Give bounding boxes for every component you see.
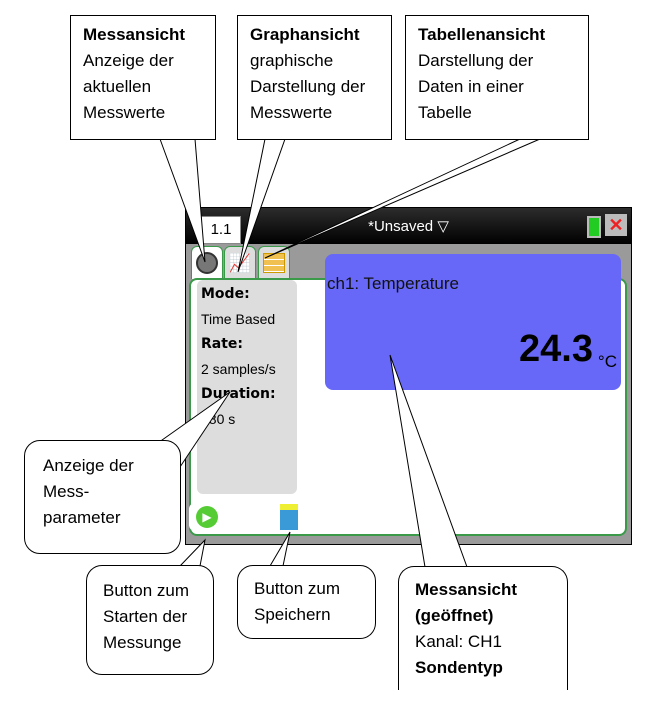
callout-graph-view: Graphansicht graphische Darstellung der M… [237, 15, 392, 140]
document-title[interactable]: *Unsaved ▽ [186, 217, 631, 235]
callout-title: Tabellenansicht [418, 25, 546, 44]
callout-text: Button zum Starten der Messunge [103, 581, 189, 652]
save-button[interactable] [271, 503, 307, 531]
play-icon: ▶ [196, 506, 218, 528]
mode-label: Mode: [201, 286, 250, 302]
gauge-icon [196, 252, 218, 274]
rate-value: 2 samples/s [201, 361, 276, 377]
title-text: *Unsaved [368, 218, 434, 235]
start-button[interactable]: ▶ [189, 503, 225, 531]
callout-text: Anzeige der Mess-parameter [43, 456, 134, 527]
callout-text: Anzeige der aktuellen Messwerte [83, 51, 174, 122]
save-icon [280, 504, 298, 530]
callout-params: Anzeige der Mess-parameter [24, 440, 181, 554]
callout-start: Button zum Starten der Messunge [86, 565, 214, 675]
dropdown-icon[interactable]: ▽ [437, 218, 449, 235]
callout-title: Messansicht [83, 25, 186, 44]
close-icon[interactable]: ✕ [605, 214, 627, 236]
tab-table-view[interactable] [258, 246, 290, 280]
callout-title: Messansicht (geöffnet) [415, 580, 518, 625]
title-bar: 1.1 *Unsaved ▽ ✕ [186, 208, 631, 244]
callout-text: graphische Darstellung der Messwerte [250, 51, 366, 122]
meter-unit: °C [597, 352, 617, 371]
pointer-start [178, 538, 206, 567]
callout-title-2: Sondentyp [415, 658, 503, 677]
callout-text: Kanal: CH1 [415, 632, 502, 651]
pointer-meter-view [159, 138, 206, 263]
parameter-panel: Mode: Time Based Rate: 2 samples/s Durat… [197, 280, 297, 494]
callout-save: Button zum Speichern [237, 565, 376, 639]
mode-value: Time Based [201, 311, 276, 327]
datalogger-window: 1.1 *Unsaved ▽ ✕ 📈 Mode: Time Based Rate… [185, 207, 632, 545]
tab-meter-view[interactable] [191, 246, 223, 279]
pointer-table-view [264, 138, 541, 259]
callout-title: Graphansicht [250, 25, 360, 44]
meter-value: 24.3 [519, 328, 593, 370]
callout-text: Button zum Speichern [254, 579, 340, 624]
channel-label: ch1: Temperature [327, 274, 459, 293]
meter-display: ch1: Temperature 24.3 °C [325, 254, 621, 390]
pointer-opened [389, 354, 468, 568]
battery-icon [587, 216, 601, 238]
page-tab[interactable]: 1.1 [201, 216, 241, 244]
callout-text: Darstellung der Daten in einer Tabelle [418, 51, 534, 122]
pointer-save [269, 531, 291, 567]
rate-label: Rate: [201, 336, 244, 352]
duration-label: Duration: [201, 386, 276, 402]
